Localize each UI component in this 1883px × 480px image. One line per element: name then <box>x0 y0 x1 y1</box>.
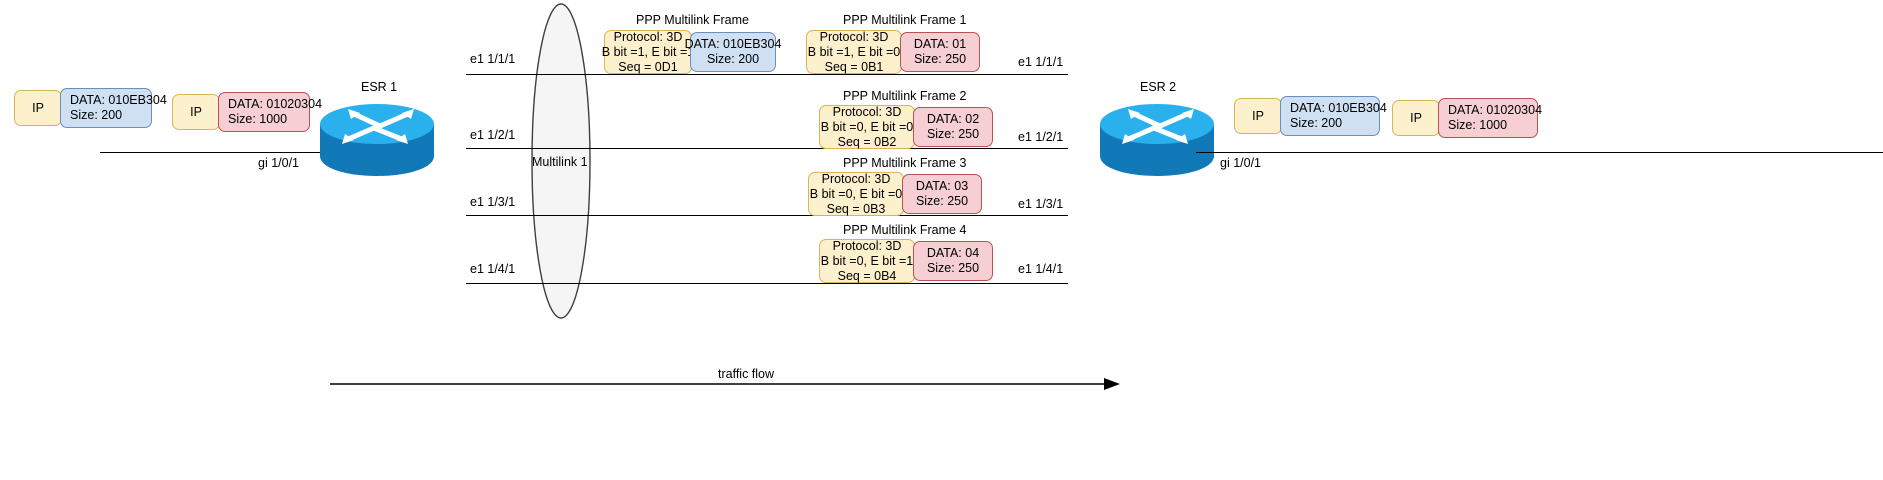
link-1-right-interface: e1 1/1/1 <box>1018 55 1064 69</box>
link-1-frame-2-title: PPP Multilink Frame 1 <box>843 13 967 27</box>
link-2-line <box>466 148 1068 149</box>
multilink-bundle-label: Multilink 1 <box>532 155 588 169</box>
right-packet-2-body: DATA: 01020304 Size: 1000 <box>1438 98 1542 138</box>
right-router-label: ESR 2 <box>1140 80 1177 94</box>
link-4-right-interface: e1 1/4/1 <box>1018 262 1064 276</box>
left-packet-2-header: IP <box>172 94 220 130</box>
link-1-frame-1-title: PPP Multilink Frame <box>636 13 749 27</box>
link-4-line <box>466 283 1068 284</box>
link-4-left-interface: e1 1/4/1 <box>470 262 516 276</box>
link-1-line <box>466 74 1068 75</box>
left-packet-2-body: DATA: 01020304 Size: 1000 <box>218 92 322 132</box>
link-1-frame-2-header: Protocol: 3D B bit =1, E bit =0 Seq = 0B… <box>806 29 902 74</box>
right-packet-1-body: DATA: 010EB304 Size: 200 <box>1280 96 1387 136</box>
link-3-left-interface: e1 1/3/1 <box>470 195 516 209</box>
link-2-right-interface: e1 1/2/1 <box>1018 130 1064 144</box>
right-gi-interface-label: gi 1/0/1 <box>1220 156 1262 170</box>
link-3-frame-1-header: Protocol: 3D B bit =0, E bit =0 Seq = 0B… <box>808 171 904 216</box>
router-esr-1[interactable] <box>318 102 436 178</box>
traffic-flow-arrow-icon <box>330 376 1120 397</box>
left-lan-line <box>100 152 366 153</box>
link-4-frame-1-data: DATA: 04 Size: 250 <box>913 241 993 281</box>
link-2-frame-1-title: PPP Multilink Frame 2 <box>843 89 967 103</box>
link-2-left-interface: e1 1/2/1 <box>470 128 516 142</box>
link-1-frame-1-header: Protocol: 3D B bit =1, E bit =1 Seq = 0D… <box>601 29 695 74</box>
multilink-bundle-ellipse <box>530 2 592 320</box>
link-2-frame-1-data: DATA: 02 Size: 250 <box>913 107 993 147</box>
link-3-line <box>466 215 1068 216</box>
link-4-frame-1-header: Protocol: 3D B bit =0, E bit =1 Seq = 0B… <box>819 238 915 283</box>
right-lan-line <box>1196 152 1883 153</box>
link-1-left-interface: e1 1/1/1 <box>470 52 516 66</box>
left-packet-1-body: DATA: 010EB304 Size: 200 <box>60 88 167 128</box>
link-2-frame-1-header: Protocol: 3D B bit =0, E bit =0 Seq = 0B… <box>819 104 915 149</box>
right-packet-1-header: IP <box>1234 98 1282 134</box>
link-4-frame-1-title: PPP Multilink Frame 4 <box>843 223 967 237</box>
left-packet-1-header: IP <box>14 90 62 126</box>
link-1-frame-2-data: DATA: 01 Size: 250 <box>900 32 980 72</box>
traffic-flow-label: traffic flow <box>718 367 775 381</box>
link-1-frame-1-data: DATA: 010EB304 Size: 200 <box>685 32 781 72</box>
link-3-frame-1-data: DATA: 03 Size: 250 <box>902 174 982 214</box>
link-3-right-interface: e1 1/3/1 <box>1018 197 1064 211</box>
router-esr-2[interactable] <box>1098 102 1216 178</box>
right-packet-2-header: IP <box>1392 100 1440 136</box>
link-3-frame-1-title: PPP Multilink Frame 3 <box>843 156 967 170</box>
left-router-label: ESR 1 <box>361 80 398 94</box>
left-gi-interface-label: gi 1/0/1 <box>258 156 300 170</box>
